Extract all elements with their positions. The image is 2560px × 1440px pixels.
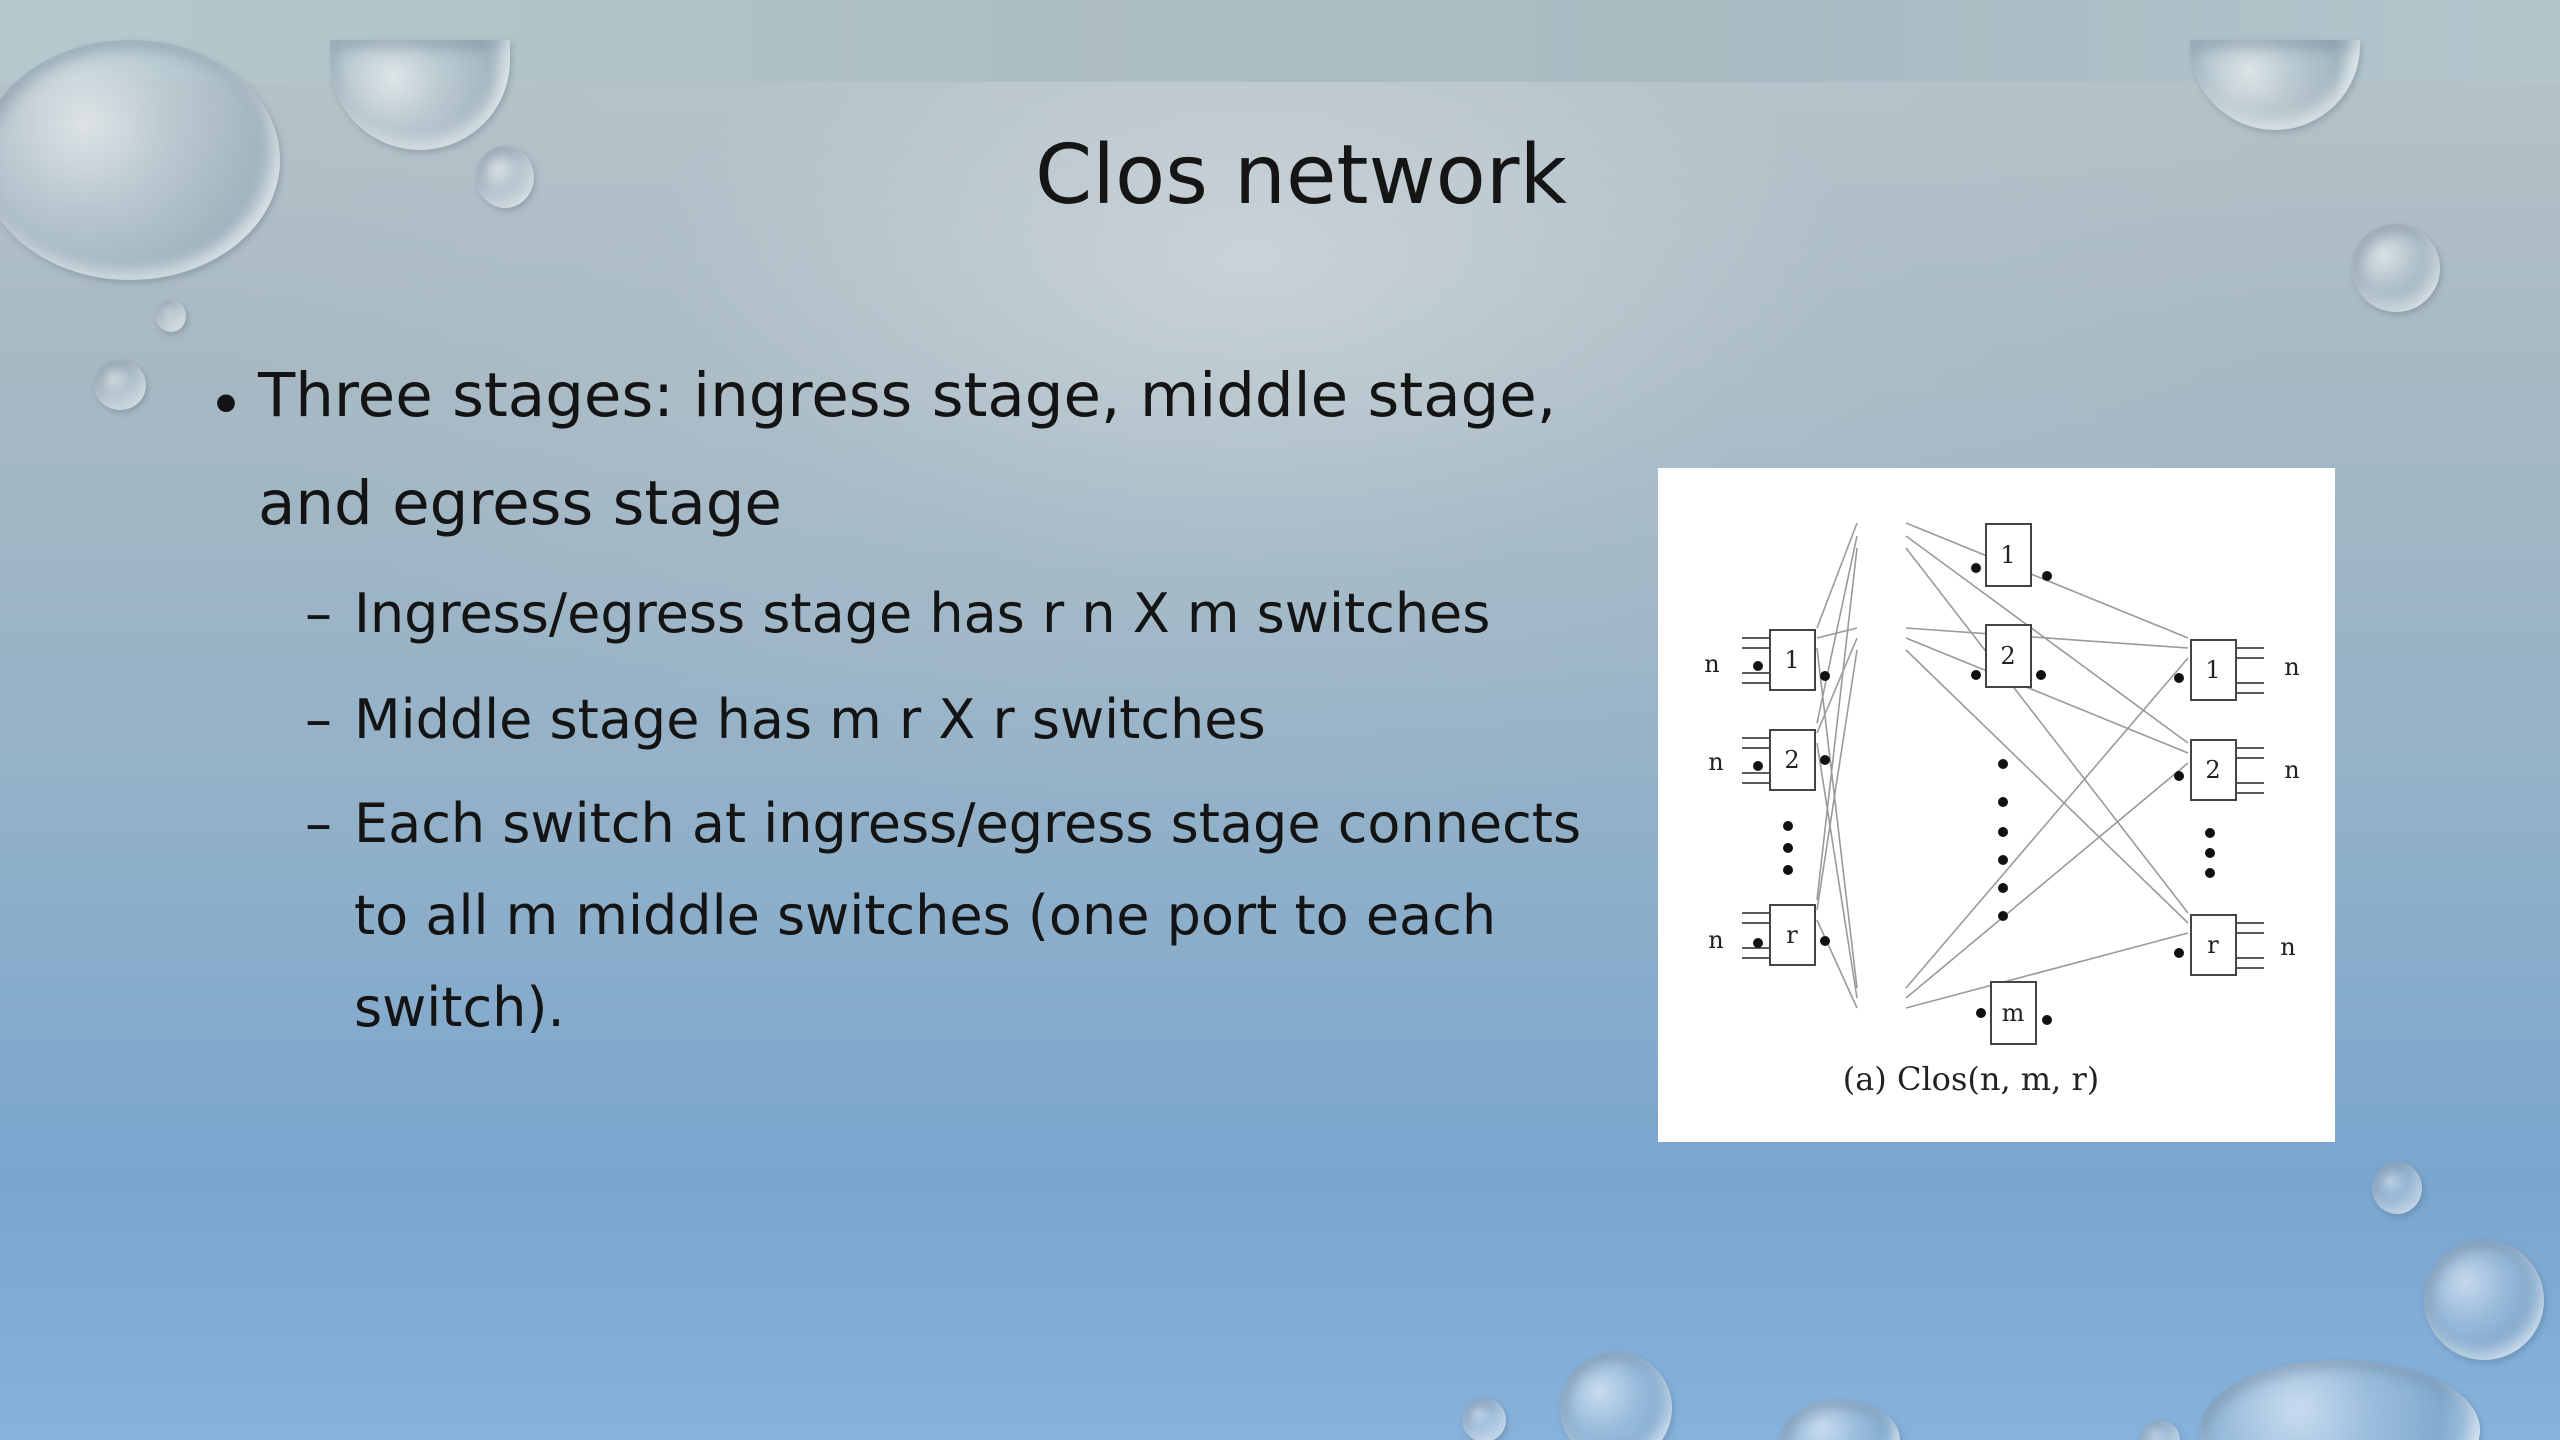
sub-bullet-text: switch). <box>354 976 565 1039</box>
middle-switches <box>1985 523 2037 1045</box>
water-drop-decoration <box>2190 40 2360 130</box>
port-count-label: n <box>1708 926 1723 954</box>
ingress-switch-label: 1 <box>1784 646 1799 674</box>
middle-switch-label: m <box>2002 999 2025 1027</box>
ingress-switches <box>1769 629 1816 966</box>
bullet-text: and egress stage <box>258 468 782 539</box>
water-drop-decoration <box>1462 1398 1506 1440</box>
sub-bullet-marker: – <box>305 792 332 855</box>
sub-bullet-text: Middle stage has m r X r switches <box>354 688 1266 751</box>
water-drop-decoration <box>2352 224 2440 312</box>
sub-bullet-text: Each switch at ingress/egress stage conn… <box>354 792 1582 855</box>
figure-caption: (a) Clos(n, m, r) <box>1843 1060 2100 1098</box>
bullet-marker: • <box>208 370 244 441</box>
water-drop-decoration <box>1780 1400 1900 1440</box>
sub-bullet-text: Ingress/egress stage has r n X m switche… <box>354 582 1491 645</box>
sub-bullet-text: to all m middle switches (one port to ea… <box>354 884 1497 947</box>
sub-bullet-marker: – <box>305 688 332 751</box>
bullet-text: Three stages: ingress stage, middle stag… <box>258 360 1557 431</box>
water-drop-decoration <box>1560 1352 1672 1440</box>
middle-switch-label: 1 <box>2000 541 2015 569</box>
egress-switch-label: r <box>2207 931 2219 959</box>
middle-switch-label: 2 <box>2000 642 2015 670</box>
water-drop-decoration <box>2424 1240 2544 1360</box>
egress-switches <box>2190 639 2237 976</box>
port-count-label: n <box>1708 748 1723 776</box>
water-drop-decoration <box>2140 1420 2180 1440</box>
port-stubs <box>1742 637 2264 969</box>
ellipsis-dots <box>1753 563 2215 1025</box>
water-drop-decoration <box>2372 1162 2422 1214</box>
water-drop-decoration <box>94 360 146 410</box>
water-drop-decoration <box>330 40 510 150</box>
port-count-label: n <box>2284 653 2299 681</box>
port-count-label: n <box>1704 650 1719 678</box>
slide-title: Clos network <box>1035 128 1567 223</box>
egress-switch-label: 1 <box>2205 656 2220 684</box>
sub-bullet-marker: – <box>305 582 332 645</box>
ingress-switch-label: r <box>1786 921 1798 949</box>
water-drop-decoration <box>476 146 534 208</box>
clos-network-figure: 1 2 r 1 2 m 1 2 r n n n n n n (a) Clos(n… <box>1658 468 2335 1142</box>
water-drop-decoration <box>0 40 280 280</box>
ingress-switch-label: 2 <box>1784 746 1799 774</box>
water-drop-decoration <box>156 300 186 332</box>
port-count-label: n <box>2284 756 2299 784</box>
port-count-label: n <box>2280 933 2295 961</box>
clos-diagram: 1 2 r 1 2 m 1 2 r n n n n n n (a) Clos(n… <box>1704 522 2300 1098</box>
egress-switch-label: 2 <box>2205 756 2220 784</box>
water-drop-decoration <box>2200 1360 2480 1440</box>
